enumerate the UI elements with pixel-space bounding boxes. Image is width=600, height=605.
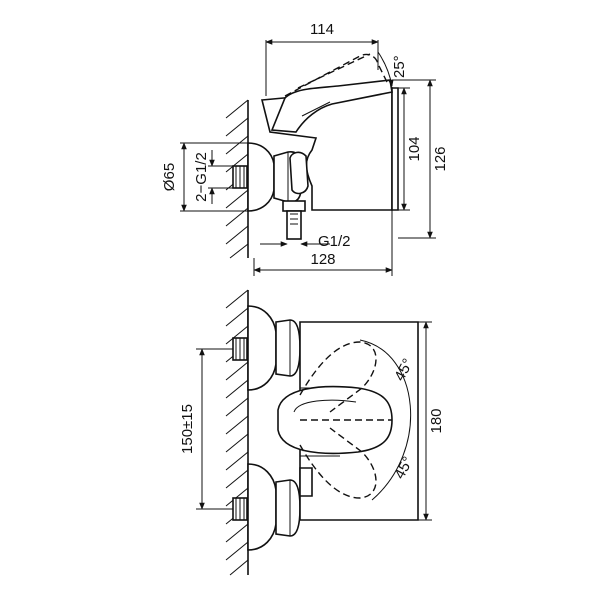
connector-nut-upper — [275, 319, 301, 377]
spout-front — [299, 467, 313, 497]
dim-label-thread-inlet: 2−G1/2 — [193, 152, 210, 202]
escutcheon-upper — [247, 305, 277, 391]
dim-label-thread-outlet: G1/2 — [318, 233, 351, 250]
dim-label-114: 114 — [310, 21, 334, 38]
handle-swing-lower — [299, 427, 377, 499]
dim-label-180: 180 — [428, 408, 445, 433]
diverter-top — [289, 151, 309, 195]
connector-nut-lower — [275, 479, 301, 537]
dim-label-104: 104 — [406, 136, 423, 161]
front-view: 150±15 45° 45° 180 — [179, 289, 445, 576]
dim-label-diameter: Ø65 — [161, 163, 178, 191]
outlet-pipe-top — [286, 210, 302, 240]
dim-label-centers: 150±15 — [179, 404, 196, 454]
side-view: 114 25° 104 126 Ø65 2−G1/2 G1/2 128 — [161, 21, 449, 276]
cartridge-cap-top — [391, 87, 399, 211]
escutcheon-top — [247, 142, 275, 212]
wall-hatch-front — [225, 289, 249, 576]
escutcheon-lower — [247, 463, 277, 551]
outlet-nut-top — [282, 200, 306, 212]
dim-label-126: 126 — [432, 146, 449, 171]
dim-label-25deg: 25° — [391, 55, 408, 78]
swing-arc — [359, 339, 412, 501]
dim-arc-25 — [377, 51, 394, 87]
dim-label-128: 128 — [310, 251, 335, 268]
handle-swing-upper — [299, 341, 377, 413]
